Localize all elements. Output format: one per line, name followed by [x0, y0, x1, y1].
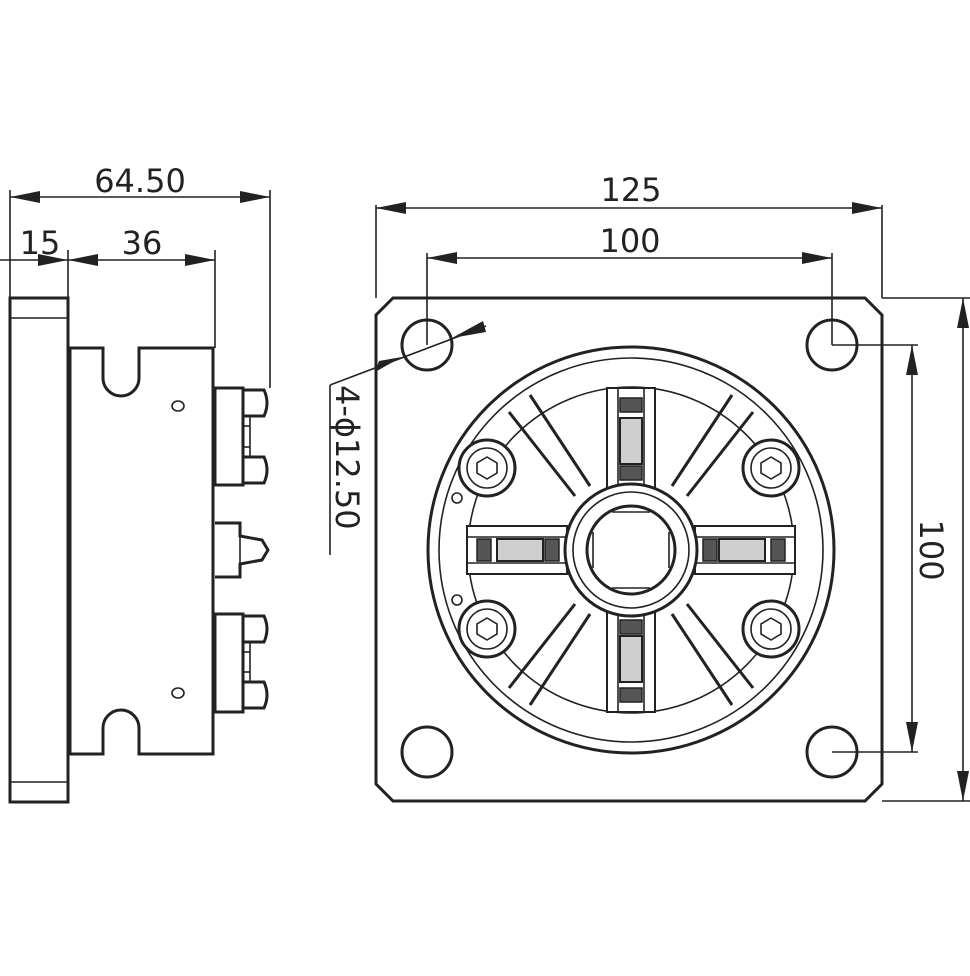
front-plate [374, 296, 884, 803]
slot-left [466, 525, 568, 575]
front-view: 125 100 100 125 4-ϕ12.50 [328, 171, 970, 803]
dim-front-width: 125 [600, 171, 661, 209]
bolt-bottom-right [741, 599, 801, 659]
hole-callout: 4-ϕ12.50 [328, 385, 366, 530]
upper-pin-block [213, 386, 269, 487]
dim-front-hole-spacing-h: 100 [599, 222, 660, 260]
dim-side-total: 64.50 [94, 162, 186, 200]
side-view: 64.50 15 36 [0, 162, 271, 804]
dim-front-height: 125 [964, 519, 970, 580]
slot-bottom [606, 611, 656, 713]
bolt-top-left [457, 438, 517, 498]
cross-webs [507, 394, 755, 706]
slot-right [694, 525, 796, 575]
mounting-hole-bottom-left [400, 725, 454, 779]
dim-side-body: 36 [122, 224, 163, 262]
middle-pin [215, 521, 270, 579]
bolt-top-right [741, 438, 801, 498]
side-body [68, 346, 215, 756]
slot-top [606, 387, 656, 489]
outer-ring [426, 345, 836, 755]
side-flange [8, 296, 70, 804]
bolt-bottom-left [457, 599, 517, 659]
central-hub [563, 482, 699, 618]
dim-front-hole-spacing-v: 100 [912, 519, 950, 580]
dim-side-flange: 15 [20, 224, 61, 262]
lower-pin-block [213, 612, 269, 714]
